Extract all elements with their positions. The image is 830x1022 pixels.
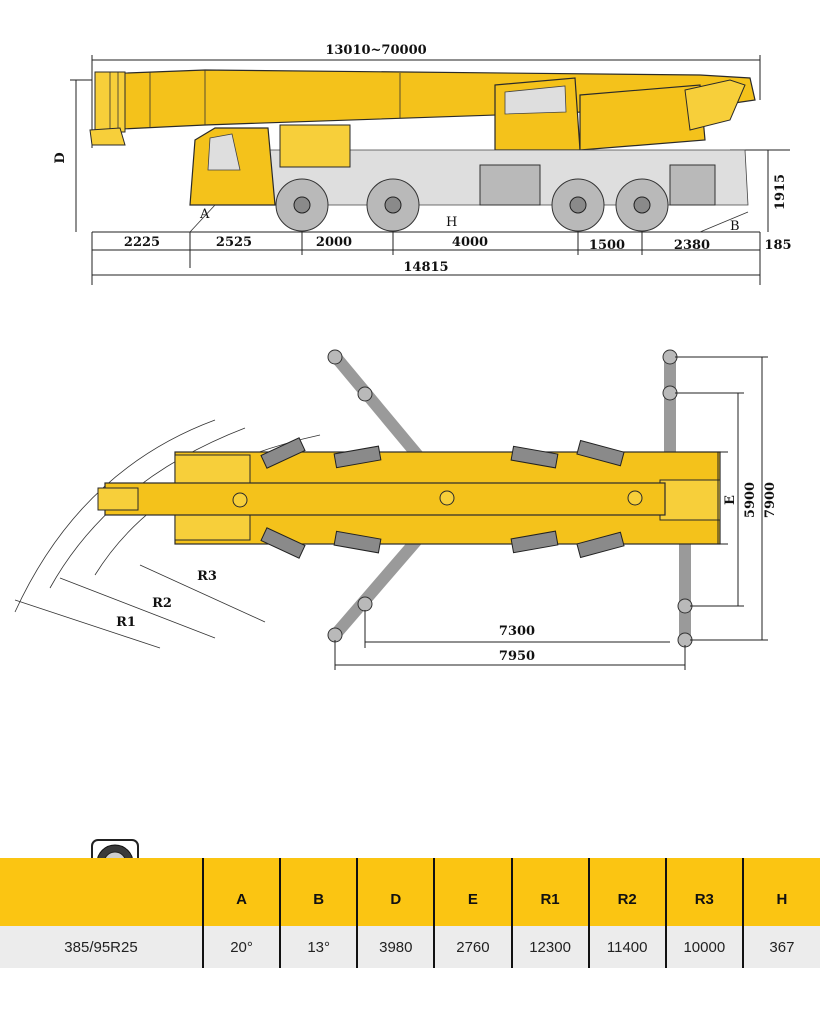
spec-value-cell: 10000 <box>664 926 743 968</box>
spec-header-cell: R3 <box>664 858 743 926</box>
segment-dim: 1500 <box>589 238 625 253</box>
tires-top-view <box>260 437 625 559</box>
spec-value-cell: 2760 <box>433 926 512 968</box>
superstructure <box>579 84 706 151</box>
spec-header-cell: D <box>356 858 435 926</box>
ground-clearance-label: H <box>446 215 457 230</box>
boom-head-top <box>97 487 139 511</box>
length-outer-label: 7950 <box>499 649 535 664</box>
side-view-diagram: 13010~70000 D 1915 A B H <box>53 43 792 285</box>
wheels <box>275 178 669 232</box>
spec-value-cell: 13° <box>279 926 358 968</box>
spec-header-cell: R1 <box>510 858 589 926</box>
radius-leader-r2 <box>59 577 216 639</box>
rear-counterweight <box>659 479 721 521</box>
spec-value-cell: 367 <box>741 926 820 968</box>
right-height-label: 1915 <box>773 174 788 210</box>
radius-label: R1 <box>116 615 136 630</box>
spec-header-cell: H <box>741 858 820 926</box>
spec-header-cell: A <box>201 858 281 926</box>
spec-value-cell: 20° <box>201 926 281 968</box>
side-box <box>479 164 541 206</box>
wheel-hub <box>633 196 651 214</box>
width-inner-label: 5900 <box>743 482 758 518</box>
boom-length-label: 13010~70000 <box>325 43 426 58</box>
spec-header-tire <box>0 858 203 926</box>
departure-angle-line <box>699 211 749 233</box>
spec-value-row: 385/95R25 20° 13° 3980 2760 12300 11400 … <box>0 926 820 968</box>
rear-box <box>669 164 716 206</box>
spec-header-cell: R2 <box>587 858 666 926</box>
height-label: D <box>53 152 68 163</box>
spec-table: A B D E R1 R2 R3 H 385/95R25 20° 13° 398… <box>0 858 820 968</box>
wheel-hub <box>569 196 587 214</box>
segment-dim: 2380 <box>674 238 710 253</box>
wheel-hub <box>384 196 402 214</box>
e-label: E <box>723 495 738 505</box>
segment-dim: 2225 <box>124 235 160 250</box>
boom-pivot <box>627 490 643 506</box>
spec-value-cell: 11400 <box>587 926 666 968</box>
total-length-label: 14815 <box>403 260 448 275</box>
spec-header-cell: E <box>433 858 512 926</box>
segment-dim: 2525 <box>216 235 252 250</box>
spec-value-cell: 12300 <box>510 926 589 968</box>
segment-ticks <box>91 232 761 285</box>
segment-dim: 4000 <box>452 235 488 250</box>
angle-a-label: A <box>199 207 210 222</box>
boom-pin <box>232 492 248 508</box>
angle-b-label: B <box>730 219 740 234</box>
boom-top <box>104 482 666 516</box>
spec-header-row: A B D E R1 R2 R3 H <box>0 858 820 926</box>
rear-overhang-dim: 185 <box>764 238 791 253</box>
boom-support <box>279 124 351 168</box>
slew-center <box>439 490 455 506</box>
driver-cab-window <box>207 133 241 171</box>
approach-angle-line <box>189 204 216 233</box>
luffing-cylinder <box>684 79 746 131</box>
radius-leader-r1 <box>14 599 161 649</box>
top-view-diagram: R1 R2 R3 E 5900 7900 <box>14 349 778 670</box>
spec-table-container: A B D E R1 R2 R3 H 385/95R25 20° 13° 398… <box>0 858 820 968</box>
outrigger-front-left <box>329 350 436 476</box>
spec-value-cell: 3980 <box>356 926 435 968</box>
outrigger-pads <box>327 349 693 648</box>
radius-label: R2 <box>152 596 172 611</box>
length-inner-label: 7300 <box>499 624 535 639</box>
wheel-hub <box>293 196 311 214</box>
spec-tire-size: 385/95R25 <box>64 938 138 956</box>
width-outer-label: 7900 <box>763 482 778 518</box>
radius-leader-r3 <box>139 564 266 623</box>
operator-cab-window <box>504 85 567 115</box>
tire-icon <box>91 839 139 887</box>
hook-block <box>89 127 126 146</box>
segment-dim: 2000 <box>316 235 352 250</box>
boom <box>99 69 756 131</box>
spec-header-cell: B <box>279 858 358 926</box>
radius-label: R3 <box>197 569 217 584</box>
